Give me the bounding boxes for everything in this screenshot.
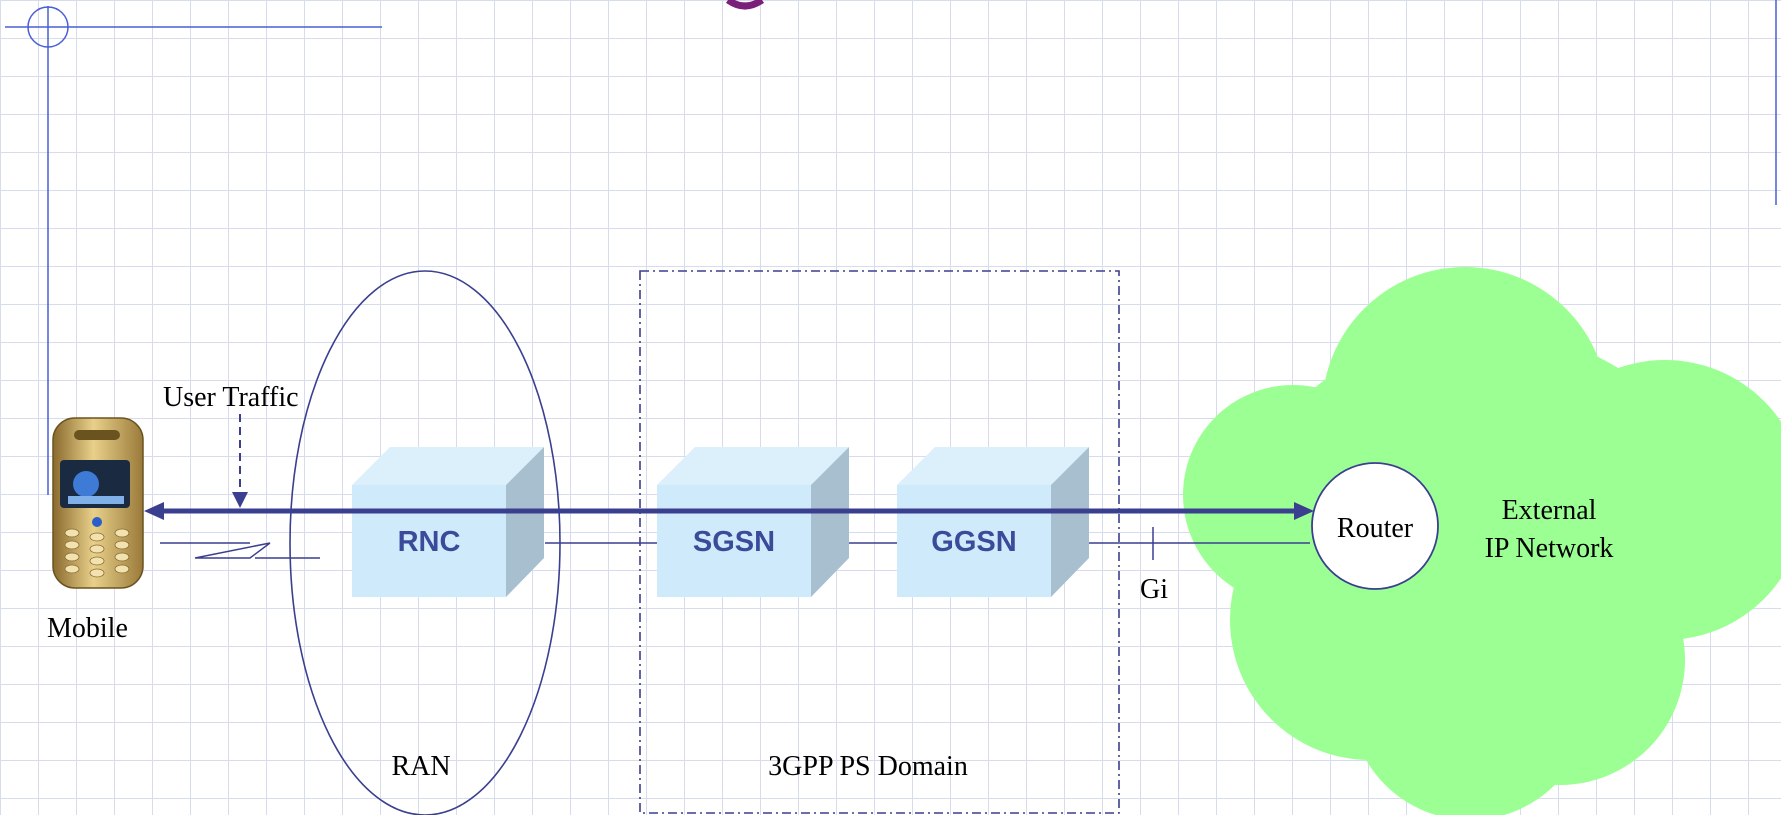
external-network-cloud [1183, 267, 1781, 815]
external-network-label-line2: IP Network [1485, 533, 1614, 564]
user-traffic-label: User Traffic [163, 382, 299, 413]
title-fragment [725, 0, 765, 10]
user-traffic-arrow [144, 502, 1314, 520]
rnc-label: RNC [398, 526, 461, 558]
router-label: Router [1337, 513, 1414, 544]
ggsn-box: GGSN [897, 447, 1089, 597]
sgsn-label: SGSN [693, 526, 775, 558]
ggsn-label: GGSN [931, 526, 1016, 558]
sgsn-box: SGSN [657, 447, 849, 597]
router-node [1311, 462, 1439, 590]
user-traffic-pointer [232, 414, 248, 508]
radio-link [160, 542, 320, 559]
ps-domain-boundary [639, 270, 1120, 814]
gi-label: Gi [1140, 574, 1168, 605]
external-network-label-line1: External [1502, 495, 1597, 526]
ps-domain-label: 3GPP PS Domain [768, 751, 968, 782]
ran-label: RAN [391, 751, 450, 782]
mobile-phone-icon [52, 417, 144, 589]
mobile-label: Mobile [47, 613, 128, 644]
slide-decoration [5, 0, 1777, 495]
rnc-box: RNC [352, 447, 544, 597]
